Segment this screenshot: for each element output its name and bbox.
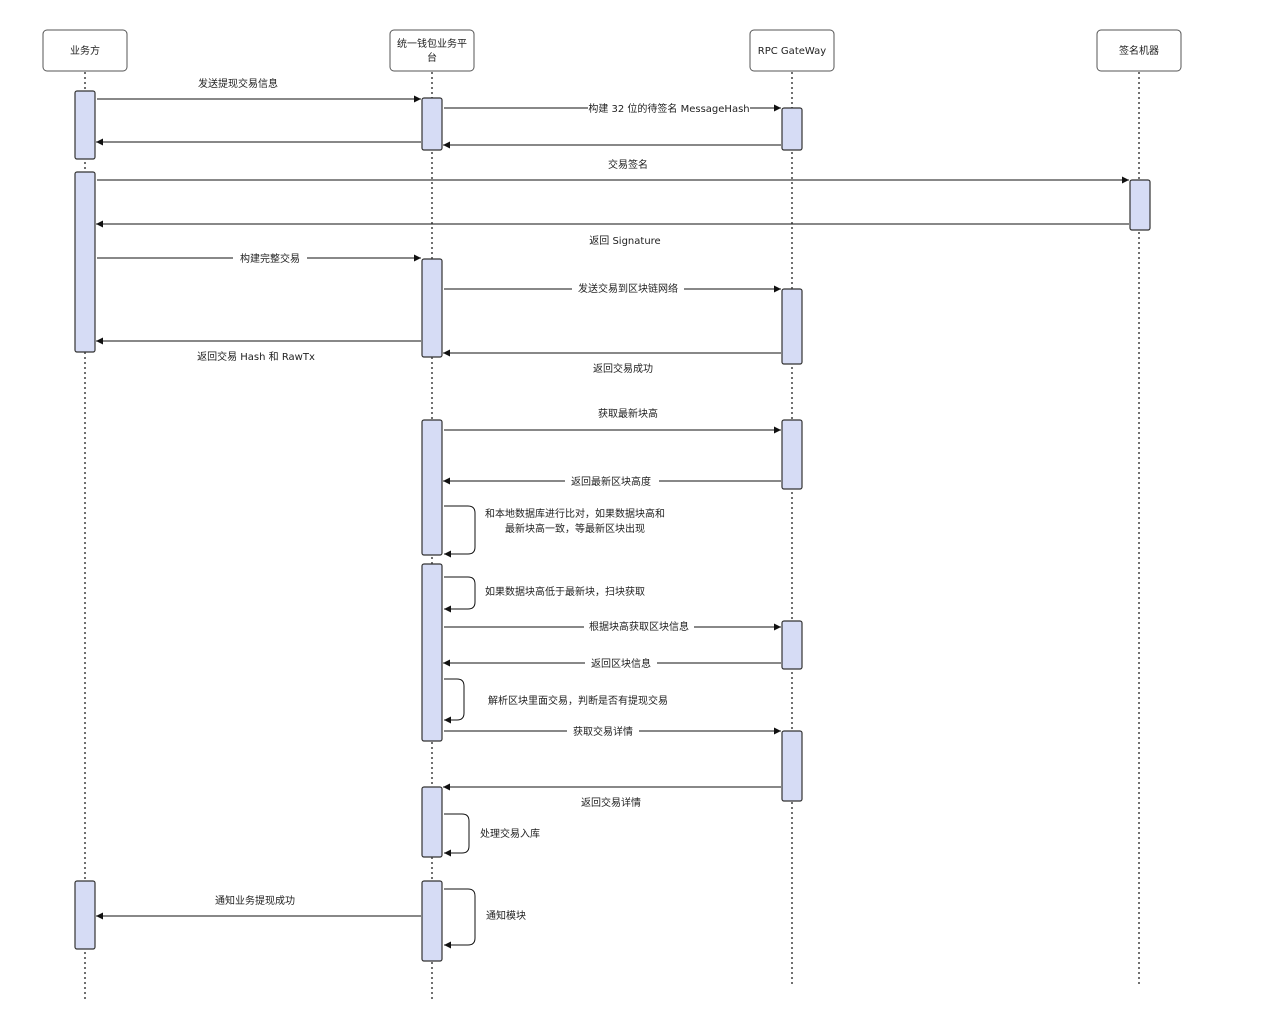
- label-send-withdraw-info: 发送提现交易信息: [198, 77, 278, 90]
- label-get-latest-block: 获取最新块高: [598, 407, 658, 420]
- activation-rpc-5: [781, 730, 803, 802]
- actor-rpc-label: RPC GateWay: [758, 46, 826, 57]
- activation-wallet-5: [421, 786, 443, 858]
- label-store-tx: 处理交易入库: [480, 827, 540, 840]
- arrow-store-tx: [444, 813, 470, 857]
- label-notify-biz: 通知业务提现成功: [215, 894, 295, 907]
- activation-biz-2: [74, 171, 96, 353]
- label-return-tx-success: 返回交易成功: [593, 362, 653, 375]
- arrow-scan-blocks: [444, 576, 476, 613]
- activation-biz-1: [74, 90, 96, 160]
- activation-rpc-3: [781, 419, 803, 490]
- activation-wallet-4: [421, 563, 443, 742]
- label-return-signature: 返回 Signature: [589, 235, 660, 247]
- activation-wallet-2: [421, 258, 443, 358]
- actor-biz: 业务方: [42, 29, 128, 72]
- label-build-msg-hash: 构建 32 位的待签名 MessageHash: [588, 102, 749, 115]
- activation-rpc-4: [781, 620, 803, 670]
- activation-biz-3: [74, 880, 96, 950]
- arrow-compare-db: [444, 505, 476, 558]
- arrow-parse-block: [444, 678, 465, 724]
- activation-rpc-1: [781, 107, 803, 151]
- activation-wallet-3: [421, 419, 443, 556]
- label-return-block-info: 返回区块信息: [591, 657, 651, 670]
- label-build-full-tx: 构建完整交易: [240, 252, 300, 265]
- actor-biz-label: 业务方: [70, 44, 100, 57]
- label-return-tx-detail: 返回交易详情: [581, 796, 641, 809]
- label-compare-db-line2: 最新块高一致，等最新区块出现: [505, 522, 645, 535]
- actor-wallet: 统一钱包业务平 台: [389, 29, 475, 72]
- actor-signer: 签名机器: [1096, 29, 1182, 72]
- label-compare-db-line1: 和本地数据库进行比对，如果数据块高和: [485, 507, 665, 520]
- arrow-notify-module: [444, 888, 476, 949]
- label-parse-block: 解析区块里面交易，判断是否有提现交易: [488, 694, 668, 707]
- actor-wallet-label-line1: 统一钱包业务平: [397, 37, 467, 50]
- actor-signer-label: 签名机器: [1119, 44, 1159, 57]
- actor-rpc: RPC GateWay: [749, 29, 835, 72]
- activation-wallet-1: [421, 97, 443, 151]
- label-scan-blocks: 如果数据块高低于最新块，扫块获取: [485, 585, 645, 598]
- label-notify-module: 通知模块: [486, 909, 526, 922]
- label-sign-tx: 交易签名: [608, 158, 648, 171]
- activation-signer-1: [1129, 179, 1151, 231]
- label-return-latest-block: 返回最新区块高度: [571, 475, 651, 488]
- label-send-tx-to-chain: 发送交易到区块链网络: [578, 282, 678, 295]
- label-get-block-info: 根据块高获取区块信息: [589, 620, 689, 633]
- activation-wallet-6: [421, 880, 443, 962]
- activation-rpc-2: [781, 288, 803, 365]
- actor-wallet-label-line2: 台: [427, 51, 437, 64]
- label-get-tx-detail: 获取交易详情: [573, 725, 633, 738]
- label-return-hash-rawtx: 返回交易 Hash 和 RawTx: [197, 350, 315, 363]
